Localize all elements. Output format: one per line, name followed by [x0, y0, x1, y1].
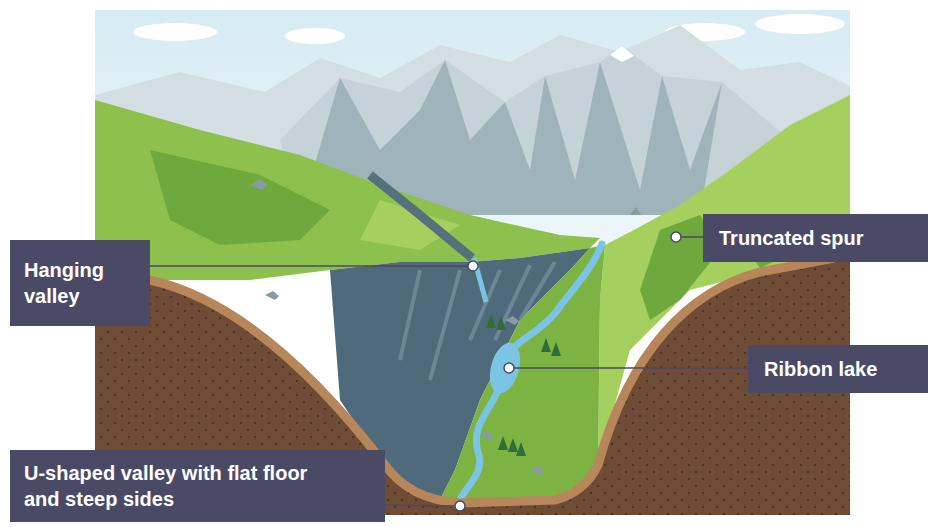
callout-box: Truncated spur: [703, 214, 928, 262]
cloud: [755, 14, 845, 34]
callout-text-group: Hanging valley: [24, 257, 136, 309]
callout-dot: [671, 232, 681, 242]
leader-line: [385, 505, 460, 506]
callout-text-group: U-shaped valley with flat floor and stee…: [24, 460, 315, 512]
callout-dot: [468, 261, 478, 271]
river: [460, 244, 602, 500]
hillside: [95, 100, 600, 280]
cloud: [133, 23, 217, 41]
callout-text-group: Truncated spur: [719, 225, 863, 251]
callout-box: Ribbon lake: [748, 345, 928, 393]
cloud: [285, 28, 345, 44]
callout-label: Truncated spur: [719, 225, 863, 251]
leader-line: [509, 367, 748, 369]
callout-text-group: Ribbon lake: [764, 356, 877, 382]
callout-box: Hanging valley: [10, 240, 150, 326]
valley-floor: [440, 245, 605, 503]
callout-label: Hanging valley: [24, 257, 136, 309]
callout-label: U-shaped valley with flat floor and stee…: [24, 460, 315, 512]
grass-patch: [150, 150, 330, 245]
hanging-valley-trough: [370, 175, 472, 258]
trees: [486, 314, 561, 456]
snow-cap: [610, 46, 634, 62]
leader-line: [150, 265, 473, 267]
callout-dot: [504, 363, 514, 373]
callout-label: Ribbon lake: [764, 356, 877, 382]
callout-box: U-shaped valley with flat floor and stee…: [10, 450, 385, 522]
callout-dot: [455, 501, 465, 511]
